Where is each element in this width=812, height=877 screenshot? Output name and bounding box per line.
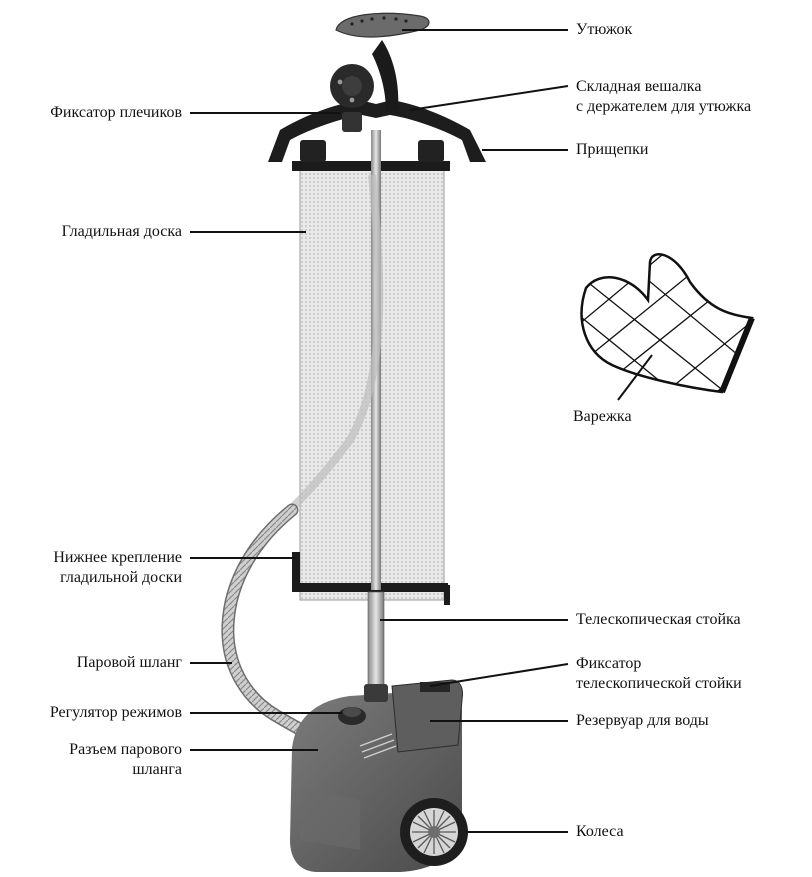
label-board-mount-line2: гладильной доски [60,569,182,587]
clip-left [300,140,326,162]
label-iron: Утюжок [576,21,632,39]
label-shoulder-lock: Фиксатор плечиков [50,104,182,122]
label-mitten: Варежка [573,408,632,426]
clip-right [418,140,444,162]
label-board-mount-line1: Нижнее крепление [53,549,182,567]
label-hose: Паровой шланг [77,654,182,672]
telescopic-pole [368,592,384,687]
pole-lock [364,684,388,702]
label-mode-knob: Регулятор режимов [50,704,182,722]
label-wheels: Колеса [576,823,624,841]
iron [336,13,429,37]
label-hanger-line2: с держателем для утюжка [576,98,751,116]
label-hose-socket-line2: шланга [132,761,182,779]
label-pole-lock-line2: телескопической стойки [576,675,742,693]
label-pole: Телескопическая стойка [576,611,741,629]
label-pole-lock-line1: Фиксатор [576,655,641,673]
label-hose-socket-line1: Разъем парового [69,741,182,759]
label-tank: Резервуар для воды [576,712,709,730]
label-hanger-line1: Складная вешалка [576,78,701,96]
label-board: Гладильная доска [62,223,182,241]
label-clips: Прищепки [576,141,648,159]
